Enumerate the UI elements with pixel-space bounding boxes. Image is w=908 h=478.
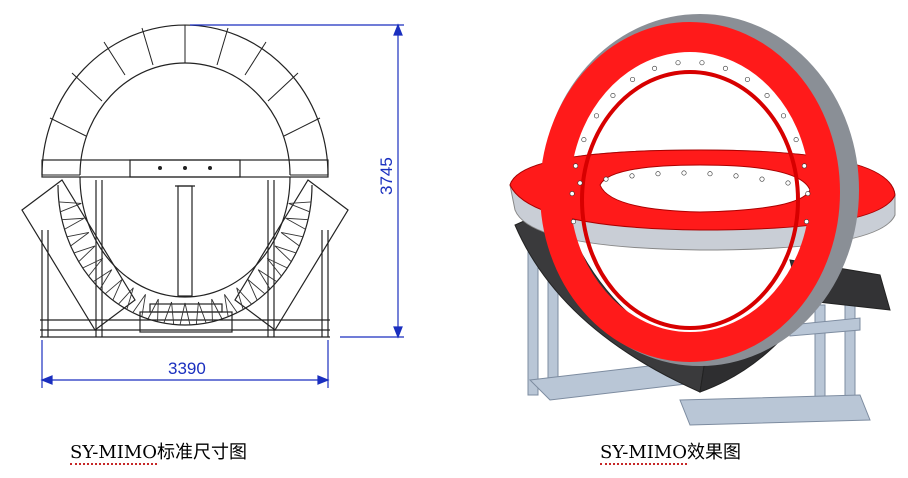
- absorber-cone: [58, 201, 82, 213]
- absorber-cone: [247, 279, 266, 301]
- absorber-cone: [211, 298, 223, 322]
- vertical-ring-red: [540, 22, 840, 362]
- probe-marker: [699, 60, 705, 66]
- turntable: [139, 311, 233, 333]
- horizontal-ring-opening: [599, 164, 811, 213]
- center-mast: [177, 185, 193, 297]
- absorber-cone: [288, 201, 312, 213]
- width-dimension-label: 3390: [168, 359, 206, 378]
- absorber-cone: [61, 217, 85, 230]
- dimension-drawing-panel: 3390 3745: [0, 0, 440, 474]
- probe-marker: [603, 176, 609, 182]
- absorber-cone: [66, 232, 90, 247]
- probe-marker: [652, 65, 658, 71]
- absorber-cone: [285, 217, 309, 230]
- absorber-cone: [195, 301, 207, 325]
- absorber-cone: [82, 257, 104, 277]
- probe-marker: [764, 92, 770, 98]
- probe-marker: [722, 65, 728, 71]
- probe-marker: [581, 137, 587, 143]
- probe-marker: [759, 176, 765, 182]
- vertical-ring-inner-edge: [580, 70, 800, 330]
- absorber-cone: [179, 302, 191, 326]
- absorber-cone: [257, 269, 278, 290]
- probe-marker: [707, 171, 713, 177]
- caption-left-model: SY-MIMO: [70, 442, 158, 465]
- absorber-cone: [236, 287, 253, 310]
- height-dimension: [190, 23, 404, 339]
- probe-marker: [629, 173, 635, 179]
- dome-inner-arc: [79, 62, 291, 176]
- render-panel: [470, 0, 908, 474]
- probe-marker: [577, 180, 583, 186]
- probe-marker: [569, 191, 575, 197]
- right-absorber-wedge: [234, 179, 349, 331]
- absorber-cone: [147, 298, 159, 322]
- probe-marker: [793, 137, 799, 143]
- absorber-cone: [224, 294, 238, 317]
- absorber-cone: [274, 245, 297, 262]
- absorber-cone: [104, 279, 123, 301]
- caption-left-suffix: 标准尺寸图: [157, 442, 248, 463]
- lower-outer-arc: [57, 184, 313, 326]
- probe-marker: [781, 113, 787, 119]
- probe-marker: [805, 191, 811, 197]
- probe-marker: [630, 76, 636, 82]
- probe-marker: [785, 180, 791, 186]
- probe-marker: [804, 219, 810, 225]
- absorber-cone: [73, 245, 96, 262]
- chamber-render: [509, 14, 896, 426]
- lower-inner-arc: [79, 176, 291, 298]
- probe-marker: [675, 60, 681, 66]
- dimension-drawing: 3390 3745: [21, 23, 404, 388]
- band-center-block: [129, 159, 241, 178]
- caption-render: SY-MIMO效果图: [600, 438, 742, 465]
- probe-marker: [801, 163, 807, 169]
- absorber-cone: [163, 301, 175, 325]
- probe-marker: [610, 92, 616, 98]
- left-absorber-wedge: [21, 179, 136, 331]
- probe-marker: [655, 171, 661, 177]
- absorber-cone: [280, 232, 304, 247]
- probe-marker: [733, 173, 739, 179]
- absorber-cone: [92, 269, 113, 290]
- absorber-cones: [58, 201, 312, 326]
- chamber-outline: [21, 24, 349, 338]
- caption-right-model: SY-MIMO: [600, 442, 688, 465]
- dome-segments: [42, 25, 328, 176]
- probe-marker: [570, 219, 576, 225]
- width-dimension: [40, 340, 330, 388]
- probe-markers: [569, 60, 811, 225]
- absorber-cone: [266, 257, 288, 277]
- probe-marker: [681, 170, 687, 176]
- probe-marker: [573, 163, 579, 169]
- caption-right-suffix: 效果图: [687, 442, 742, 463]
- support-frame: [40, 180, 330, 338]
- turntable-top: [149, 303, 223, 313]
- height-dimension-label: 3745: [377, 157, 396, 195]
- caption-dimension-drawing: SY-MIMO标准尺寸图: [70, 438, 248, 465]
- probe-marker: [593, 113, 599, 119]
- probe-marker: [744, 76, 750, 82]
- absorber-cone: [132, 294, 146, 317]
- band-markers: [158, 166, 212, 170]
- absorber-cone: [117, 287, 134, 310]
